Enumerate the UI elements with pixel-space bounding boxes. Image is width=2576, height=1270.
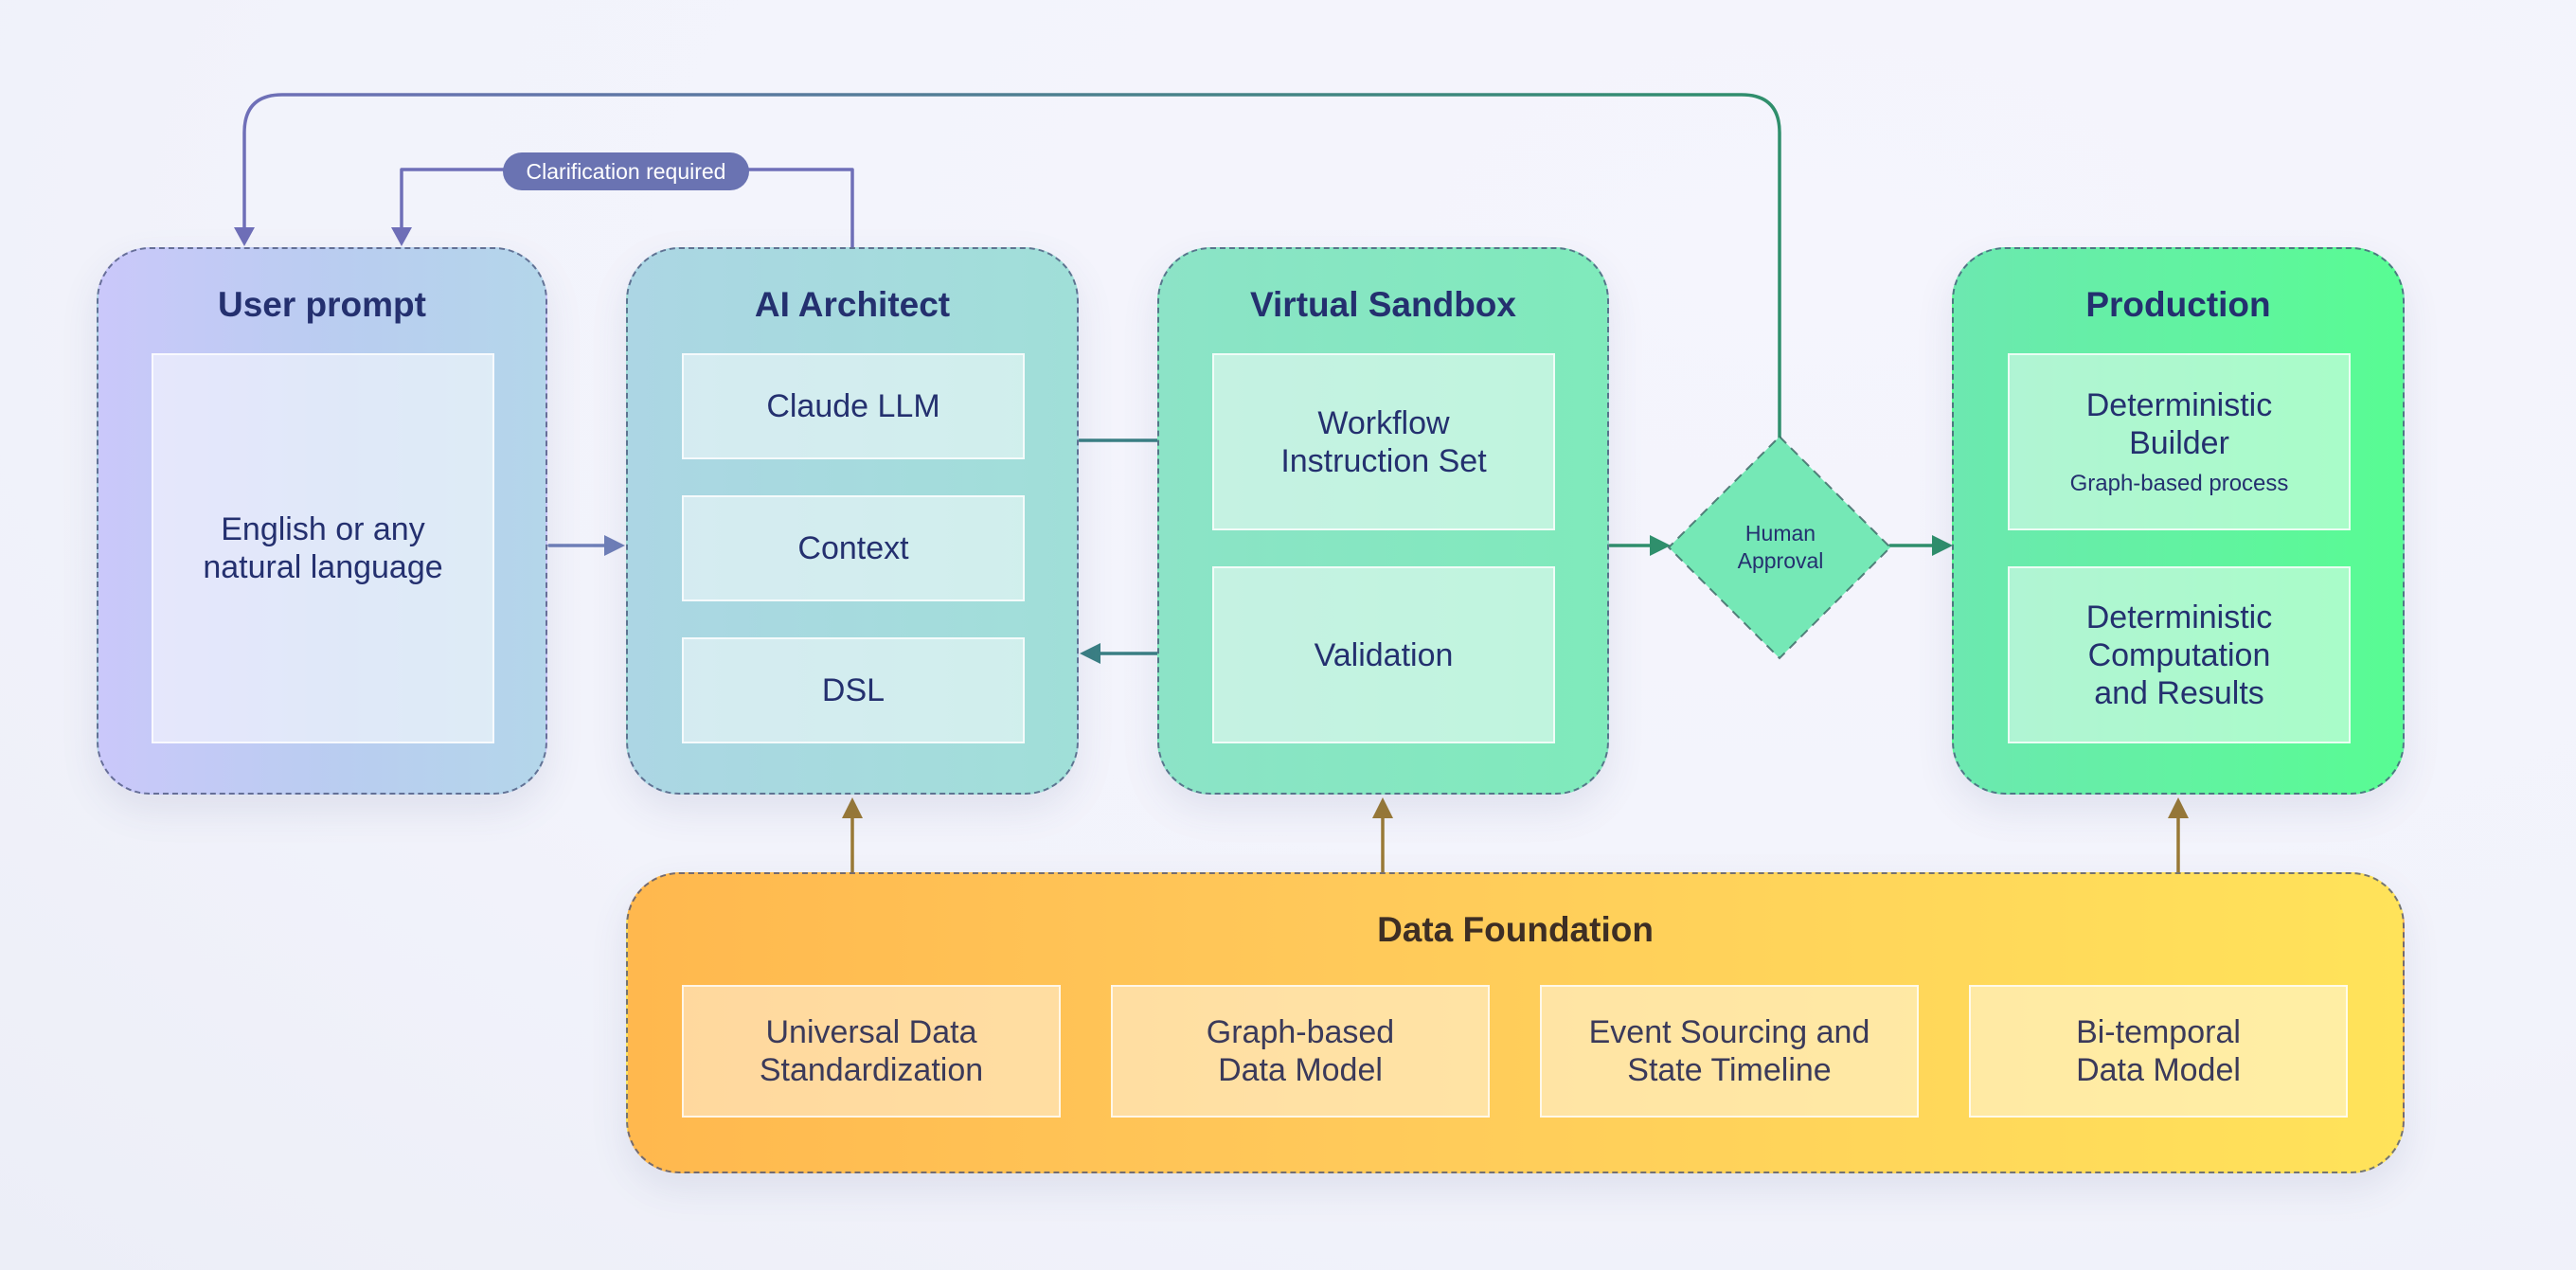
arrowhead <box>234 227 255 246</box>
event-sourcing-box: Event Sourcing and State Timeline <box>1540 985 1919 1118</box>
arrowhead <box>1372 797 1393 818</box>
virtual-sandbox-title: Virtual Sandbox <box>1250 285 1516 324</box>
clarification-required-label: Clarification required <box>503 152 749 190</box>
data-foundation-title: Data Foundation <box>1377 910 1654 949</box>
data-foundation-panel: Data Foundation Universal Data Standardi… <box>626 872 2405 1173</box>
context-box: Context <box>682 495 1025 601</box>
graph-based-data-model-box: Graph-based Data Model <box>1111 985 1490 1118</box>
dsl-box: DSL <box>682 637 1025 743</box>
arrowhead <box>2168 797 2189 818</box>
human-approval-label: Human Approval <box>1737 521 1824 573</box>
user-prompt-text-box: English or any natural language <box>152 353 494 743</box>
deterministic-builder-box: Deterministic Builder Graph-based proces… <box>2008 353 2351 530</box>
approval-loop-arrow <box>242 93 1781 440</box>
deterministic-builder-label: Deterministic Builder <box>2085 386 2273 461</box>
graph-based-process-note: Graph-based process <box>2069 470 2289 496</box>
arrowhead <box>1650 535 1671 556</box>
validation-box: Validation <box>1212 566 1555 743</box>
arrowhead <box>391 227 412 246</box>
arrowhead <box>842 797 863 818</box>
arrowhead <box>604 535 625 556</box>
deterministic-computation-box: Deterministic Computation and Results <box>2008 566 2351 743</box>
universal-data-standardization-box: Universal Data Standardization <box>682 985 1061 1118</box>
production-title: Production <box>2085 285 2271 324</box>
arrowhead <box>1932 535 1953 556</box>
human-approval-diamond <box>1667 435 1892 660</box>
arrowhead <box>1080 643 1100 664</box>
virtual-sandbox-panel: Virtual Sandbox Workflow Instruction Set… <box>1157 247 1609 795</box>
workflow-instruction-set-box: Workflow Instruction Set <box>1212 353 1555 530</box>
production-panel: Production Deterministic Builder Graph-b… <box>1952 247 2405 795</box>
claude-llm-box: Claude LLM <box>682 353 1025 459</box>
user-prompt-panel: User prompt English or any natural langu… <box>97 247 547 795</box>
ai-architect-title: AI Architect <box>754 285 951 324</box>
user-prompt-title: User prompt <box>218 285 426 324</box>
ai-architect-panel: AI Architect Claude LLM Context DSL <box>626 247 1079 795</box>
bi-temporal-data-model-box: Bi-temporal Data Model <box>1969 985 2348 1118</box>
